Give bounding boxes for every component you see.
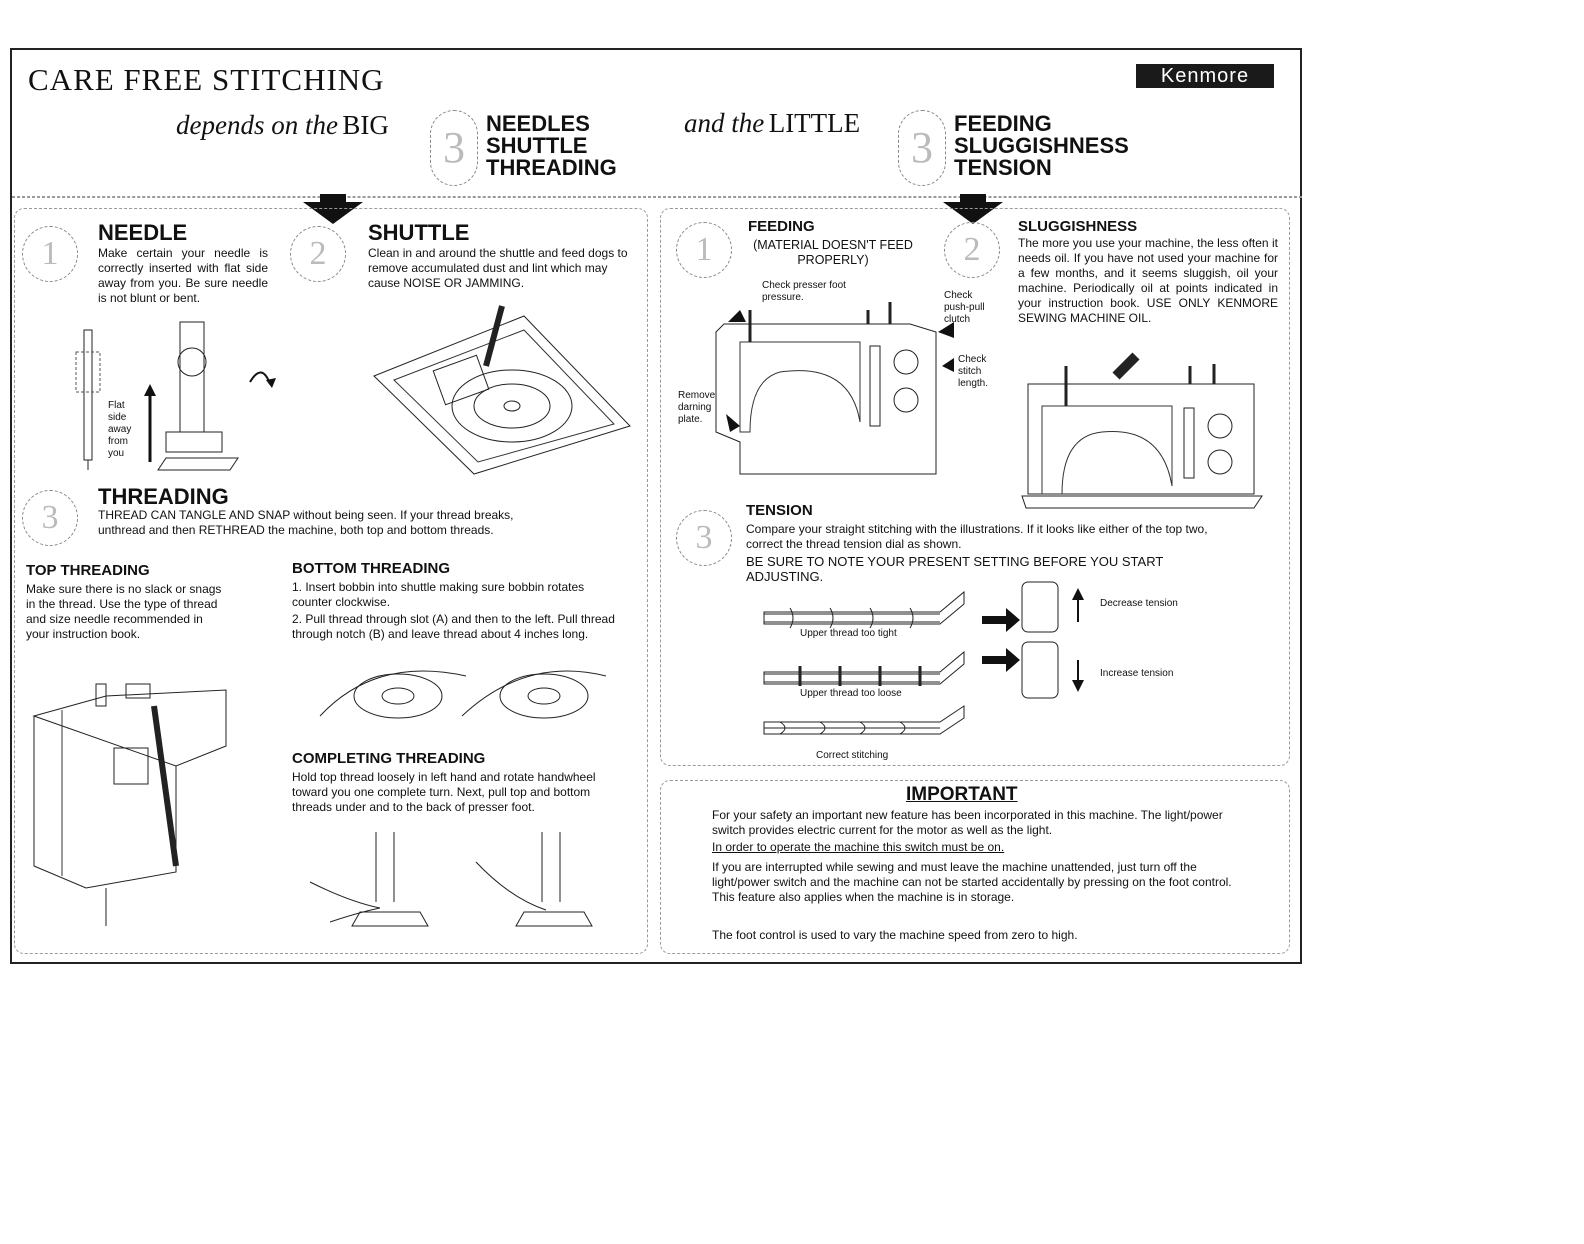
down-arrow-stem-right xyxy=(960,194,986,204)
feeding-subtitle: (MATERIAL DOESN'T FEED PROPERLY) xyxy=(753,238,913,267)
top-threading-title: TOP THREADING xyxy=(26,562,150,579)
tension-text-2: BE SURE TO NOTE YOUR PRESENT SETTING BEF… xyxy=(746,554,1164,584)
feeding-machine-illustration xyxy=(715,302,954,475)
sluggishness-text: The more you use your machine, the less … xyxy=(1018,236,1278,325)
down-arrow-icon-left xyxy=(303,202,363,224)
important-panel xyxy=(660,780,1290,954)
tension-illustrations xyxy=(763,581,1084,735)
bobbin-illustration xyxy=(319,670,607,719)
shuttle-illustration xyxy=(373,305,631,475)
big-3-numeral-icon: 3 xyxy=(430,110,478,186)
needle-text: Make certain your needle is correctly in… xyxy=(98,246,268,305)
big-item-threading: THREADING xyxy=(486,155,617,180)
little-item-tension: TENSION xyxy=(954,155,1052,180)
depends-text: depends on the xyxy=(176,110,338,140)
needle-illustration xyxy=(75,321,276,471)
tension-tight-caption: Upper thread too tight xyxy=(800,628,897,639)
increase-tension-label: Increase tension xyxy=(1100,668,1174,679)
down-arrow-icon-right xyxy=(943,202,1003,224)
bottom-threading-step-1: 1. Insert bobbin into shuttle making sur… xyxy=(292,580,585,609)
little-items: FEEDING SLUGGISHNESS TENSION xyxy=(954,113,1129,179)
big-heading: depends on the BIG xyxy=(176,110,389,141)
and-the-text: and the xyxy=(684,108,765,138)
feeding-presser-label: Check presser foot pressure. xyxy=(762,280,846,303)
step-3-threading-icon: 3 xyxy=(22,490,78,546)
feeding-clutch-label: Check push-pull clutch xyxy=(944,290,985,325)
step-3-tension-icon: 3 xyxy=(676,510,732,566)
needle-flat-side-label: Flat side away from you xyxy=(108,400,132,459)
shuttle-text: Clean in and around the shuttle and feed… xyxy=(368,246,628,290)
important-paragraph-2: If you are interrupted while sewing and … xyxy=(712,860,1232,904)
big-word: BIG xyxy=(342,110,389,140)
little-item-sluggishness: SLUGGISHNESS xyxy=(954,133,1129,158)
down-arrow-stem-left xyxy=(320,194,346,204)
bottom-threading-title: BOTTOM THREADING xyxy=(292,560,451,577)
page-title: CARE FREE STITCHING xyxy=(28,62,385,97)
step-2-sluggishness-icon: 2 xyxy=(944,222,1000,278)
big-items: NEEDLES SHUTTLE THREADING xyxy=(486,113,617,179)
feeding-darning-label: Remove darning plate. xyxy=(678,390,716,425)
tension-loose-caption: Upper thread too loose xyxy=(800,688,902,699)
sluggishness-machine-illustration xyxy=(1021,352,1263,509)
bottom-threading-step-2: 2. Pull thread through slot (A) and then… xyxy=(292,612,615,641)
needle-title: NEEDLE xyxy=(98,220,188,245)
left-panel xyxy=(14,208,648,954)
step-2-shuttle-icon: 2 xyxy=(290,226,346,282)
top-threading-illustration xyxy=(32,683,227,926)
threading-text: THREAD CAN TANGLE AND SNAP without being… xyxy=(98,508,514,537)
big-item-shuttle: SHUTTLE xyxy=(486,133,588,158)
sluggishness-title: SLUGGISHNESS xyxy=(1018,218,1138,235)
completing-threading-illustration xyxy=(309,832,593,927)
completing-threading-text: Hold top thread loosely in left hand and… xyxy=(292,770,596,814)
important-title: IMPORTANT xyxy=(906,784,1018,805)
threading-title: THREADING xyxy=(98,484,229,509)
little-3-numeral-icon: 3 xyxy=(898,110,946,186)
big-item-needles: NEEDLES xyxy=(486,111,590,136)
step-1-feeding-icon: 1 xyxy=(676,222,732,278)
top-threading-text: Make sure there is no slack or snags in … xyxy=(26,582,222,641)
header-divider xyxy=(12,196,1302,198)
little-item-feeding: FEEDING xyxy=(954,111,1052,136)
tension-correct-caption: Correct stitching xyxy=(816,750,889,761)
feeding-stitch-label: Check stitch length. xyxy=(958,354,989,389)
tension-title: TENSION xyxy=(746,502,813,519)
right-top-panel xyxy=(660,208,1290,766)
step-1-needle-icon: 1 xyxy=(22,226,78,282)
little-word: LITTLE xyxy=(768,108,861,138)
important-paragraph-1: For your safety an important new feature… xyxy=(712,808,1223,837)
shuttle-title: SHUTTLE xyxy=(368,220,470,245)
little-heading: and the LITTLE xyxy=(684,108,860,139)
important-paragraph-3: The foot control is used to vary the mac… xyxy=(712,928,1078,942)
tension-text-1: Compare your straight stitching with the… xyxy=(746,522,1208,551)
decrease-tension-label: Decrease tension xyxy=(1100,598,1178,609)
feeding-title: FEEDING xyxy=(748,218,815,235)
instruction-sheet xyxy=(10,48,1302,964)
completing-threading-title: COMPLETING THREADING xyxy=(292,750,486,767)
important-underline-note: In order to operate the machine this swi… xyxy=(712,840,1005,854)
kenmore-logo: Kenmore xyxy=(1136,64,1274,88)
